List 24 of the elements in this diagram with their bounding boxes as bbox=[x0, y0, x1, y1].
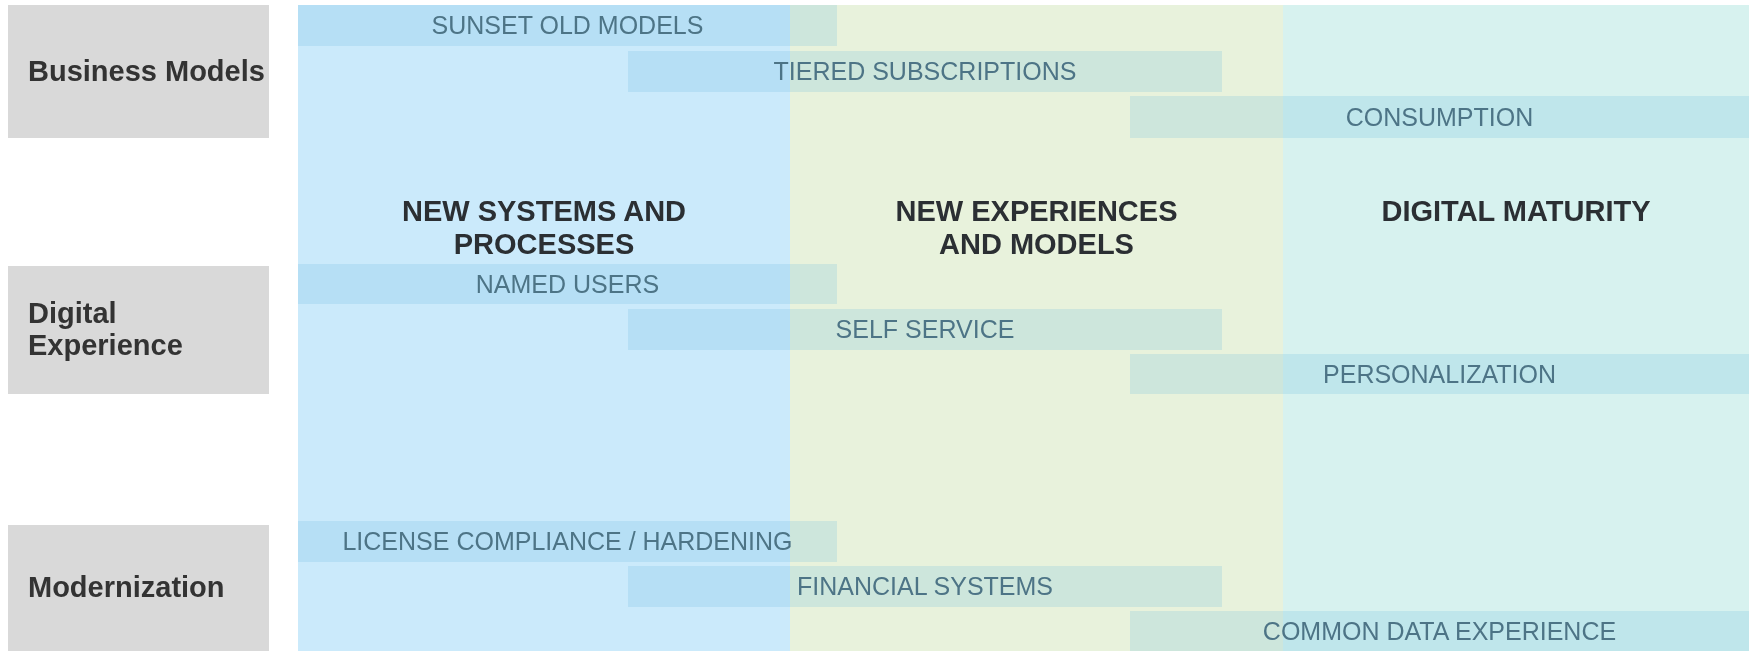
phase-title: DIGITAL MATURITY bbox=[1381, 195, 1651, 229]
bar-label: NAMED USERS bbox=[475, 269, 660, 299]
timeline-bar bbox=[298, 521, 837, 562]
phase-title: NEW EXPERIENCES AND MODELS bbox=[894, 195, 1179, 262]
timeline-bar bbox=[628, 51, 1222, 92]
timeline-bar bbox=[628, 566, 1222, 607]
timeline-bar bbox=[298, 264, 837, 304]
timeline-bar bbox=[1130, 354, 1749, 394]
row-header: Modernization bbox=[8, 525, 269, 651]
timeline-bar bbox=[1130, 96, 1749, 138]
bar-label: FINANCIAL SYSTEMS bbox=[796, 572, 1054, 601]
row-header: Digital Experience bbox=[8, 266, 269, 394]
bar-label: PERSONALIZATION bbox=[1323, 359, 1556, 389]
bar-label: COMMON DATA EXPERIENCE bbox=[1262, 616, 1617, 646]
bar-label: CONSUMPTION bbox=[1345, 102, 1534, 132]
bar-label: LICENSE COMPLIANCE / HARDENING bbox=[342, 527, 793, 556]
phase-title: NEW SYSTEMS AND PROCESSES bbox=[400, 195, 688, 262]
timeline-bar bbox=[298, 5, 837, 46]
row-header: Business Models bbox=[8, 5, 269, 138]
bar-label: TIERED SUBSCRIPTIONS bbox=[773, 57, 1077, 86]
timeline-bar bbox=[1130, 611, 1749, 651]
bar-label: SUNSET OLD MODELS bbox=[431, 11, 704, 40]
bar-label: SELF SERVICE bbox=[835, 315, 1015, 344]
timeline-bar bbox=[628, 309, 1222, 350]
